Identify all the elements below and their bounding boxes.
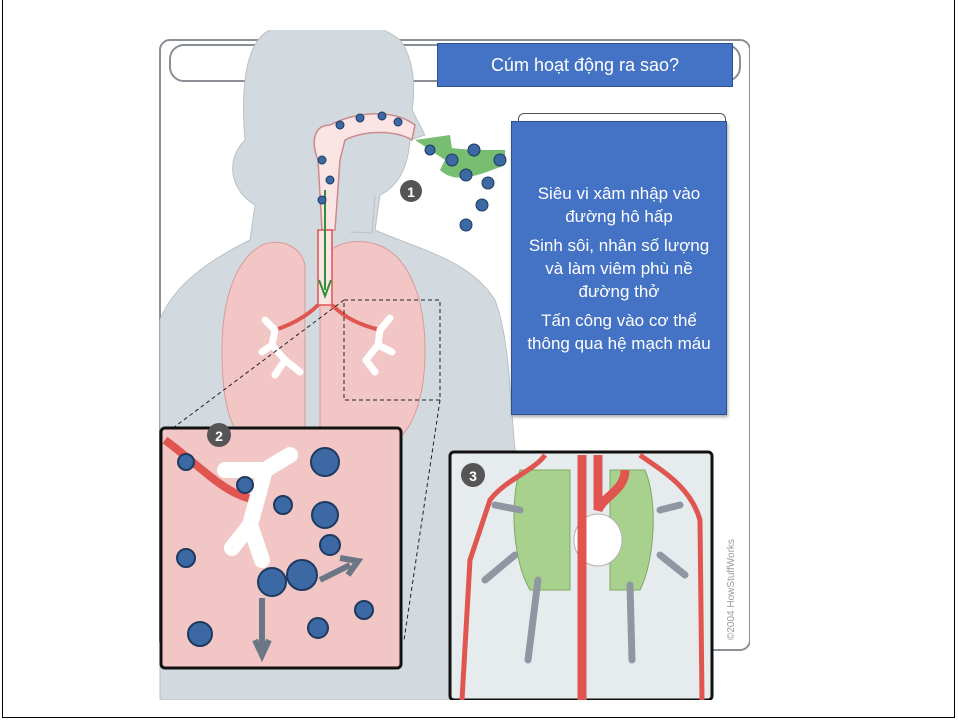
step-1-badge: 1 bbox=[400, 180, 422, 202]
title-text: Cúm hoạt động ra sao? bbox=[491, 55, 679, 76]
svg-text:1: 1 bbox=[407, 184, 415, 200]
info-box: Siêu vi xâm nhập vào đường hô hấp Sinh s… bbox=[511, 121, 727, 415]
copyright-credit: ©2004 HowStuffWorks bbox=[726, 539, 737, 640]
title-box: Cúm hoạt động ra sao? bbox=[437, 43, 733, 87]
inset-3: 3 bbox=[450, 452, 712, 700]
inset-2: 2 bbox=[161, 423, 401, 668]
step-3-text: Tấn công vào cơ thể thông qua hệ mạch má… bbox=[520, 309, 718, 355]
svg-text:3: 3 bbox=[469, 468, 477, 484]
step-1-text: Siêu vi xâm nhập vào đường hô hấp bbox=[520, 182, 718, 228]
step-2-text: Sinh sôi, nhân số lượng và làm viêm phù … bbox=[520, 234, 718, 303]
svg-text:2: 2 bbox=[215, 428, 223, 444]
